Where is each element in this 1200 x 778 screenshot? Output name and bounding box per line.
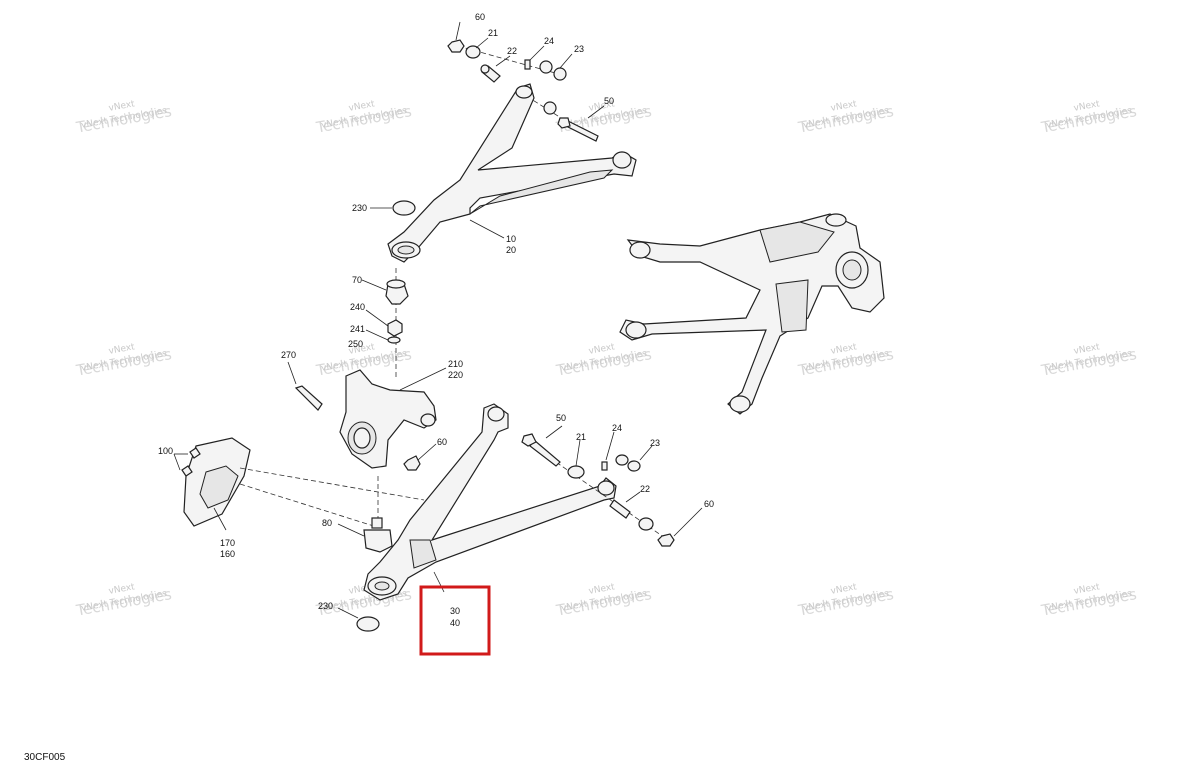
washer-23-bottom[interactable] (615, 454, 629, 466)
callout-170: 170 (220, 538, 235, 548)
callout-250: 250 (348, 339, 363, 349)
guard-plate[interactable] (183, 437, 425, 529)
svg-text:vNext: vNext (588, 342, 616, 356)
watermark: vNext Technologies vNext Technologies (1039, 342, 1138, 379)
callout-60-mid: 60 (437, 437, 447, 447)
callout-210: 210 (448, 359, 463, 369)
callout-230-bottom: 230 (318, 601, 333, 611)
watermark: vNext Technologies vNext Technologies (74, 342, 173, 379)
svg-text:vNext: vNext (348, 99, 376, 113)
svg-text:vNext: vNext (1073, 582, 1101, 596)
watermark: vNext Technologies vNext Technologies (796, 342, 895, 379)
fitting-24-bottom[interactable] (601, 461, 608, 471)
nut-60-mid[interactable] (403, 455, 421, 471)
assembled-suspension-view[interactable] (619, 213, 885, 415)
watermark: vNext Technologies vNext Technologies (74, 99, 173, 136)
watermark: vNext Technologies vNext Technologies (1039, 582, 1138, 619)
watermark: vNext Technologies vNext Technologies (554, 99, 653, 136)
bushing-21-top[interactable] (465, 45, 481, 59)
svg-text:vNext: vNext (830, 342, 858, 356)
callout-21-bottom: 21 (576, 432, 586, 442)
watermark: vNext Technologies vNext Technologies (554, 582, 653, 619)
figure-code: 30CF005 (24, 752, 66, 763)
callout-24-bottom: 24 (612, 423, 622, 433)
svg-text:vNext: vNext (108, 342, 136, 356)
bushing-21-bottom[interactable] (567, 465, 585, 479)
callout-240: 240 (350, 302, 365, 312)
screw-100[interactable] (189, 447, 201, 459)
upper-ball-joint-stack (385, 268, 409, 378)
svg-text:vNext: vNext (108, 582, 136, 596)
ring-230-bottom[interactable] (356, 616, 380, 632)
callout-60-top: 60 (475, 12, 485, 22)
ring-230-top[interactable] (392, 200, 416, 216)
callout-241: 241 (350, 324, 365, 334)
watermark: vNext Technologies vNext Technologies (796, 582, 895, 619)
callout-50-bottom: 50 (556, 413, 566, 423)
callout-50-top: 50 (604, 96, 614, 106)
leader-lines (173, 21, 703, 619)
callout-24-top: 24 (544, 36, 554, 46)
svg-text:vNext: vNext (830, 99, 858, 113)
fitting-24-top[interactable] (524, 59, 531, 70)
upper-hardware (447, 39, 599, 142)
svg-text:vNext: vNext (588, 582, 616, 596)
sleeve-22-bottom[interactable] (609, 499, 631, 519)
upper-a-arm[interactable] (387, 83, 637, 263)
callout-10: 10 (506, 234, 516, 244)
watermark: vNext Technologies vNext Technologies (1039, 99, 1138, 136)
lower-ball-joint-80[interactable] (363, 476, 393, 553)
svg-text:vNext: vNext (1073, 99, 1101, 113)
callout-60-bottom: 60 (704, 499, 714, 509)
steering-knuckle[interactable] (339, 369, 437, 469)
callout-20: 20 (506, 245, 516, 255)
svg-text:vNext: vNext (1073, 342, 1101, 356)
svg-text:vNext: vNext (588, 99, 616, 113)
svg-text:vNext: vNext (830, 582, 858, 596)
callout-23-bottom: 23 (650, 438, 660, 448)
callout-270: 270 (281, 350, 296, 360)
callout-230-top: 230 (352, 203, 367, 213)
nut-240[interactable] (387, 319, 403, 337)
callout-22-top: 22 (507, 46, 517, 56)
callout-labels: 60 21 22 24 23 50 230 10 20 70 240 241 2… (158, 12, 714, 628)
callout-160: 160 (220, 549, 235, 559)
lower-hardware (521, 433, 675, 547)
washer-23-top[interactable] (539, 60, 553, 74)
watermark: vNext Technologies vNext Technologies (554, 342, 653, 379)
watermark: vNext Technologies vNext Technologies (74, 582, 173, 619)
callout-100: 100 (158, 446, 173, 456)
callout-23-top: 23 (574, 44, 584, 54)
watermark: vNext Technologies vNext Technologies (314, 99, 413, 136)
svg-text:vNext: vNext (108, 99, 136, 113)
callout-80: 80 (322, 518, 332, 528)
callout-21-top: 21 (488, 28, 498, 38)
highlight-box (419, 585, 491, 656)
callout-70: 70 (352, 275, 362, 285)
callout-30: 30 (450, 606, 460, 616)
lower-a-arm[interactable] (363, 403, 617, 601)
nut-60-top[interactable] (447, 39, 465, 53)
callout-22-bottom: 22 (640, 484, 650, 494)
bolt-270[interactable] (294, 385, 323, 411)
watermark: vNext Technologies vNext Technologies (796, 99, 895, 136)
callout-40: 40 (450, 618, 460, 628)
svg-text:vNext: vNext (348, 342, 376, 356)
nut-60-bottom[interactable] (657, 533, 675, 547)
washer-241[interactable] (387, 336, 401, 344)
callout-220: 220 (448, 370, 463, 380)
bolt-50-bottom[interactable] (529, 439, 561, 467)
